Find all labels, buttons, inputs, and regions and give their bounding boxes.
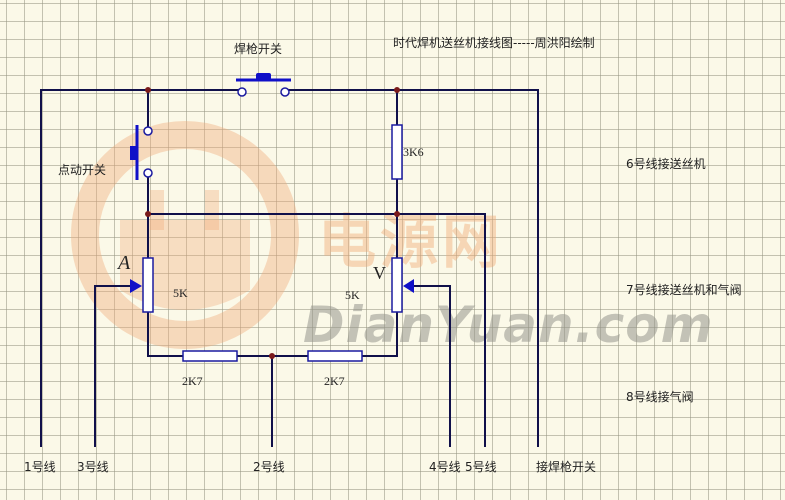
resistor-3k6-label: 3K6 — [403, 145, 424, 159]
wire-torch-switch — [285, 89, 539, 447]
pot-left-value: 5K — [173, 286, 188, 300]
pot-right-value: 5K — [345, 288, 360, 302]
potentiometer-right — [391, 257, 414, 313]
diagram-title: 时代焊机送丝机接线图-----周洪阳绘制 — [393, 36, 595, 50]
wire-label-2: 2号线 — [253, 460, 285, 474]
watermark-english: DianYuan.com — [303, 296, 714, 354]
wiper-arrow-icon — [403, 279, 414, 293]
resistor-3k6 — [391, 124, 403, 180]
wiper-arrow-icon — [130, 279, 142, 293]
resistor-2k7-right — [307, 350, 363, 362]
watermark-chinese: 电源网 — [318, 208, 505, 276]
jog-switch — [130, 125, 153, 180]
wire-label-torch: 接焊枪开关 — [536, 460, 597, 474]
wire-3 — [94, 285, 130, 447]
resistor-2k7-left-label: 2K7 — [182, 374, 203, 388]
torch-switch — [236, 73, 291, 97]
resistor-2k7-left — [182, 350, 238, 362]
jog-switch-label: 点动开关 — [58, 163, 107, 177]
note-wire-6: 6号线接送丝机 — [626, 157, 706, 171]
potentiometer-left — [130, 257, 154, 313]
wire-label-5: 5号线 — [465, 460, 497, 474]
wire-label-3: 3号线 — [77, 460, 109, 474]
junction-dots — [145, 87, 400, 359]
wire-5 — [148, 213, 486, 447]
note-wire-7: 7号线接送丝机和气阀 — [626, 283, 742, 297]
pot-left-marker: A — [118, 252, 131, 274]
wire-1 — [40, 89, 242, 447]
wire-right-pot-bottom — [362, 312, 398, 357]
resistor-2k7-right-label: 2K7 — [324, 374, 345, 388]
wire-4 — [414, 285, 451, 447]
wires — [40, 89, 539, 447]
wire-label-4: 4号线 — [429, 460, 461, 474]
note-wire-8: 8号线接气阀 — [626, 390, 694, 404]
wire-left-pot-bottom — [147, 312, 183, 357]
wire-label-1: 1号线 — [24, 460, 56, 474]
torch-switch-label: 焊枪开关 — [234, 42, 283, 56]
pot-right-marker: V — [373, 263, 386, 283]
